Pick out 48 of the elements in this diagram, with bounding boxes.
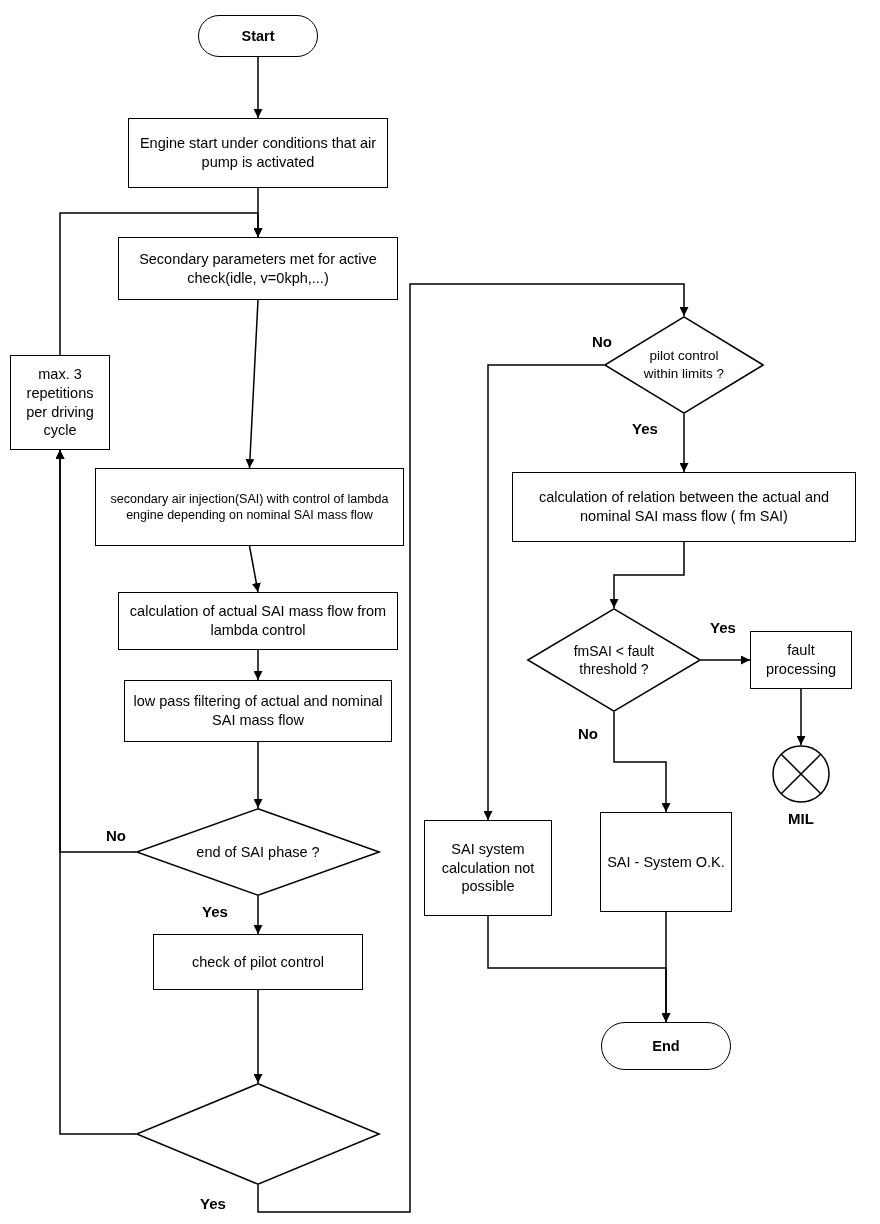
arrow bbox=[55, 449, 137, 1135]
process-box bbox=[118, 237, 398, 300]
process-box bbox=[118, 592, 398, 650]
decision-text: pilot control within limits ? bbox=[642, 347, 726, 383]
node-text: fault processing bbox=[764, 641, 838, 679]
decision-diamond bbox=[136, 1083, 380, 1185]
arrow bbox=[248, 545, 261, 593]
process-box bbox=[124, 680, 392, 742]
process-box bbox=[10, 355, 110, 450]
node-text: Engine start under conditions that air pump is activated bbox=[138, 134, 378, 172]
arrow bbox=[700, 655, 751, 665]
node-text: SAI - System O.K. bbox=[606, 852, 726, 872]
arrow bbox=[679, 413, 689, 473]
node-text: calculation of relation between the actual and nominal SAI mass flow ( fm SAI) bbox=[537, 488, 831, 526]
process-box bbox=[128, 118, 388, 188]
arrow bbox=[483, 364, 605, 821]
node-text: End bbox=[651, 1036, 681, 1056]
node-text: max. 3 repetitions per driving cycle bbox=[25, 364, 95, 441]
decision-diamond bbox=[136, 808, 380, 896]
node-text: check of pilot control bbox=[190, 952, 326, 972]
process-box bbox=[750, 631, 852, 689]
arrow bbox=[253, 649, 263, 681]
arrow bbox=[796, 688, 806, 746]
arrow bbox=[253, 56, 263, 119]
arrow bbox=[613, 711, 671, 813]
arrow bbox=[661, 911, 671, 1023]
arrow bbox=[245, 299, 259, 469]
decision-text: fmSAI < fault threshold ? bbox=[572, 641, 656, 679]
lamp-symbol bbox=[772, 745, 830, 803]
process-box bbox=[153, 934, 363, 990]
node-text: secondary air injection(SAI) with control of lambda engine depending on nominal SAI mass flow bbox=[109, 490, 390, 524]
node-text: low pass filtering of actual and nominal SAI mass flow bbox=[132, 692, 384, 730]
process-box bbox=[95, 468, 404, 546]
arrow bbox=[253, 895, 263, 935]
arrow bbox=[59, 212, 263, 356]
process-box bbox=[512, 472, 856, 542]
node-text: calculation of actual SAI mass flow from lambda control bbox=[128, 602, 388, 640]
decision-diamond bbox=[527, 608, 701, 712]
node-text: Start bbox=[240, 26, 276, 46]
process-box bbox=[424, 820, 552, 916]
process-box bbox=[600, 812, 732, 912]
arrow bbox=[609, 541, 685, 609]
arrow bbox=[253, 989, 263, 1084]
node-text: Secondary parameters met for active check(idle, v=0kph,...) bbox=[138, 249, 378, 288]
node-text: SAI system calculation not possible bbox=[440, 839, 536, 897]
decision-text: end of SAI phase ? bbox=[195, 842, 321, 862]
arrow bbox=[257, 283, 689, 1213]
arrow bbox=[253, 741, 263, 809]
